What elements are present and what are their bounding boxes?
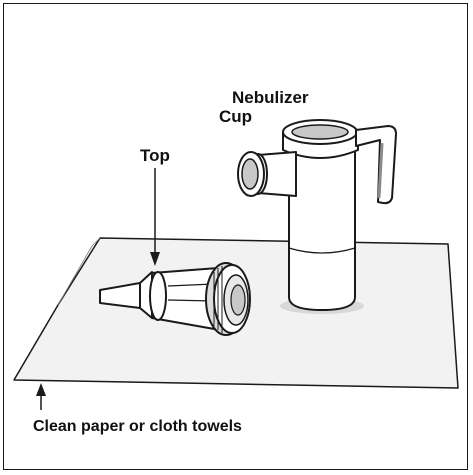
illustration-frame <box>3 3 468 470</box>
top-label: Top <box>140 146 170 165</box>
top-arrow <box>150 168 160 266</box>
nebulizer-cup <box>237 119 397 314</box>
nebulizer-top <box>99 262 251 336</box>
towels-label: Clean paper or cloth towels <box>33 418 242 435</box>
nebulizer-cup-label-line2: Cup <box>219 107 253 126</box>
nebulizer-cup-label: Nebulizer <box>232 88 309 107</box>
towel-arrow <box>36 383 46 410</box>
